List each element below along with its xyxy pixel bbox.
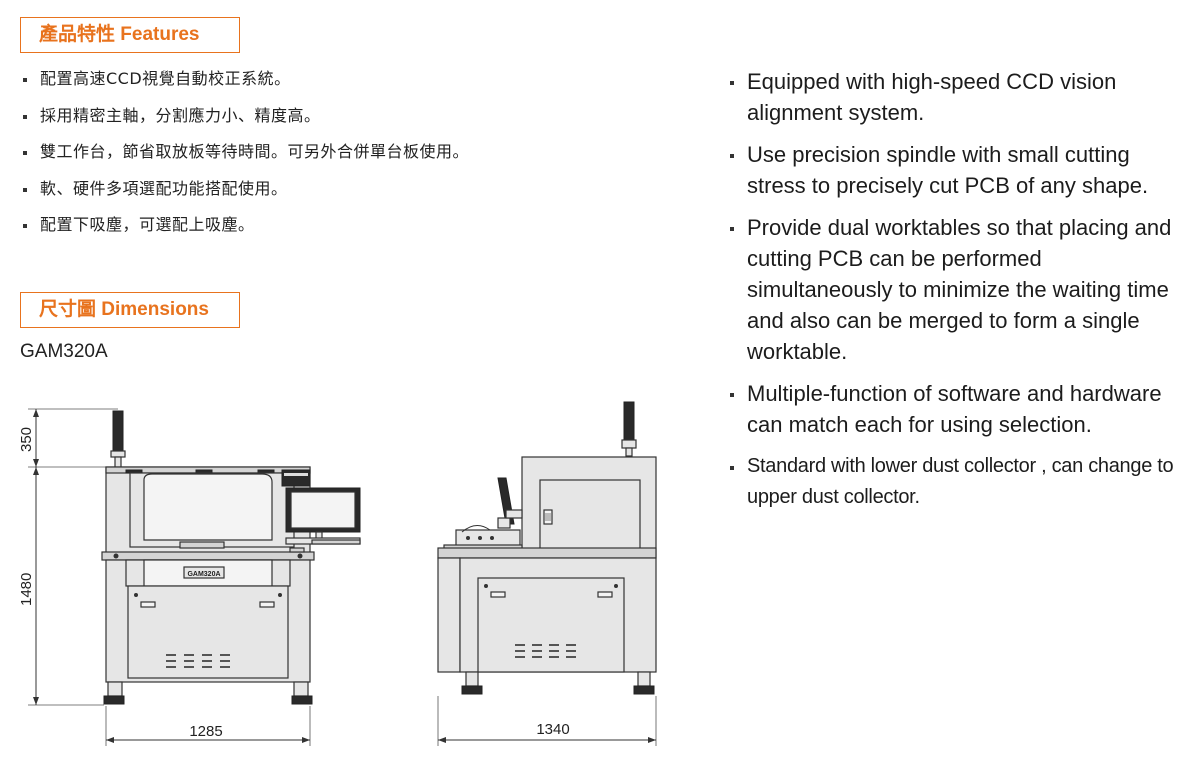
features-list-en: Equipped with high-speed CCD vision alig… [728,66,1188,524]
bullet-icon [23,114,27,119]
feature-en-text: Standard with lower dust collector , can… [747,455,1174,508]
feature-en-text: Equipped with high-speed CCD vision alig… [747,69,1117,125]
feature-zh-text: 採用精密主軸，分割應力小、精度高。 [40,105,321,125]
dimensions-heading: 尺寸圖 Dimensions [20,292,240,328]
feature-zh-item: 配置高速CCD視覺自動校正系統。 [20,66,469,103]
feature-en-text: Multiple-function of software and hardwa… [747,381,1162,437]
feature-en-item: Standard with lower dust collector , can… [728,451,1188,513]
feature-en-item: Use precision spindle with small cutting… [728,139,1188,201]
feature-zh-text: 雙工作台，節省取放板等待時間。可另外合併單台板使用。 [40,142,470,161]
feature-en-text: Use precision spindle with small cutting… [747,142,1149,198]
bullet-icon [730,227,734,231]
feature-zh-item: 軟、硬件多項選配功能搭配使用。 [20,176,469,213]
front-view: GAM320A [101,410,361,705]
feature-zh-text: 配置下吸塵，可選配上吸塵。 [40,215,255,234]
bullet-icon [23,151,27,155]
feature-zh-item: 採用精密主軸，分割應力小、精度高。 [20,103,469,140]
front-model-label: GAM320A [187,571,220,578]
side-view [437,401,657,695]
features-heading: 產品特性 Features [20,17,240,53]
feature-zh-item: 配置下吸塵，可選配上吸塵。 [20,212,469,249]
feature-en-item: Provide dual worktables so that placing … [728,212,1188,367]
dimension-drawing: 350 1480 GAM320A [18,401,657,746]
feature-zh-item: 雙工作台，節省取放板等待時間。可另外合併單台板使用。 [20,139,469,176]
dim-height-tower: 350 [18,427,35,452]
bullet-icon [730,81,734,85]
bullet-icon [23,224,27,228]
bullet-icon [730,466,734,470]
dim-height-body: 1480 [18,573,35,606]
feature-en-item: Multiple-function of software and hardwa… [728,378,1188,440]
vertical-dimensions: 350 1480 [18,408,118,706]
front-width-dimension: 1285 [105,706,311,746]
feature-en-item: Equipped with high-speed CCD vision alig… [728,66,1188,128]
dim-width-front: 1285 [189,723,222,740]
bullet-icon [730,154,734,158]
features-list-zh: 配置高速CCD視覺自動校正系統。 採用精密主軸，分割應力小、精度高。 雙工作台，… [20,66,469,249]
dim-width-side: 1340 [536,721,569,738]
bullet-icon [23,78,27,82]
bullet-icon [23,187,27,192]
model-name: GAM320A [20,341,108,362]
bullet-icon [730,393,734,397]
side-width-dimension: 1340 [437,696,657,746]
feature-en-text: Provide dual worktables so that placing … [747,215,1172,364]
feature-zh-text: 軟、硬件多項選配功能搭配使用。 [40,178,288,198]
feature-zh-text: 配置高速CCD視覺自動校正系統。 [40,69,291,88]
